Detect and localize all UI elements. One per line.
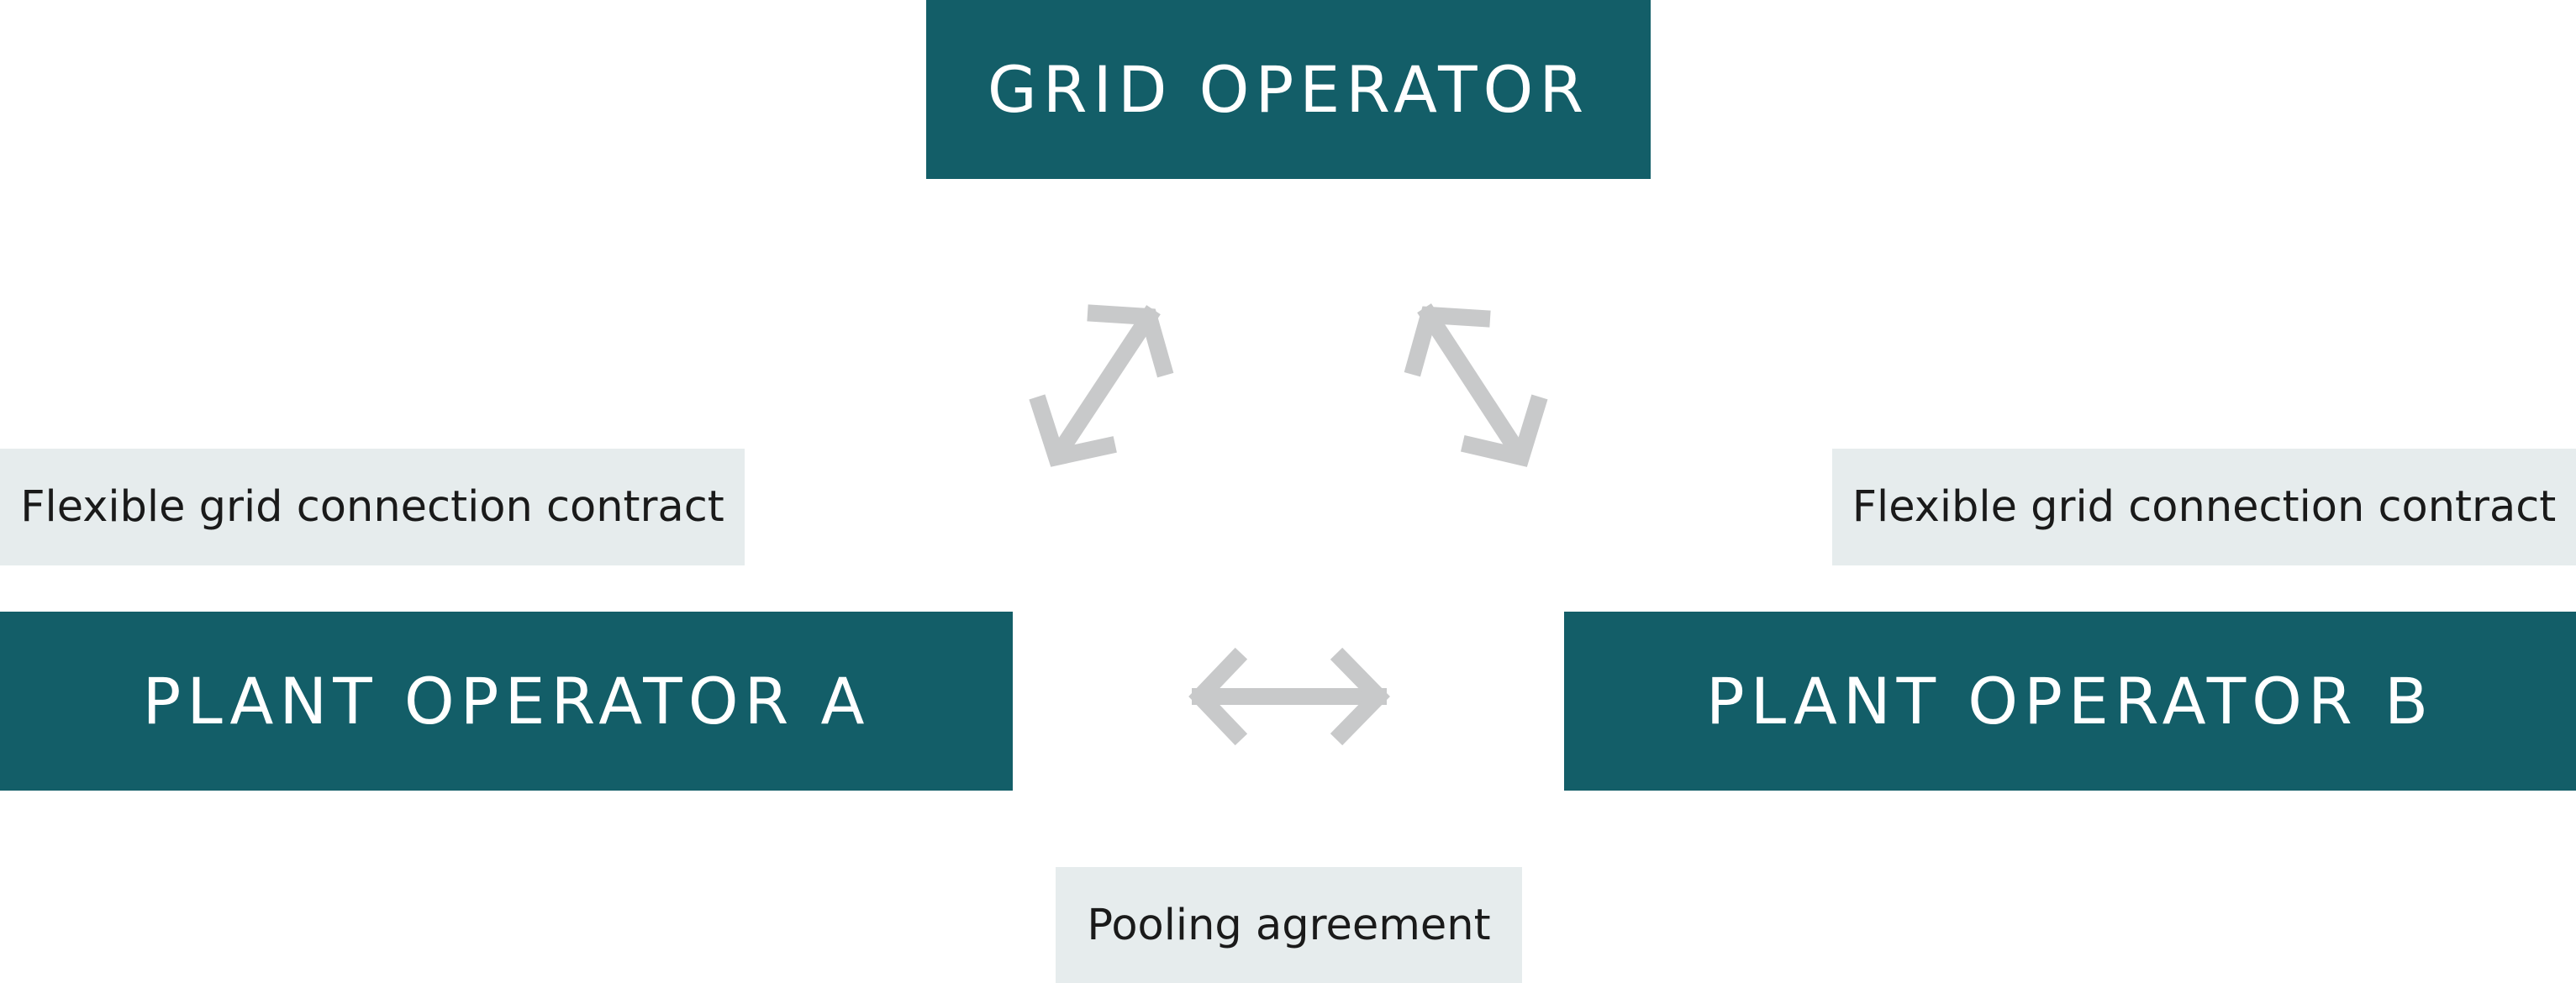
arrow-pooling-icon bbox=[1188, 647, 1390, 746]
plant-operator-a-box: PLANT OPERATOR A bbox=[0, 612, 1013, 791]
arrow-grid-to-plant-a-icon bbox=[1029, 304, 1174, 467]
contract-label-right: Flexible grid connection contract bbox=[1832, 449, 2576, 565]
pooling-agreement-text: Pooling agreement bbox=[1087, 900, 1491, 950]
pooling-agreement-label: Pooling agreement bbox=[1056, 867, 1522, 983]
contract-right-text: Flexible grid connection contract bbox=[1852, 482, 2557, 532]
grid-operator-box: GRID OPERATOR bbox=[926, 0, 1651, 179]
contract-left-text: Flexible grid connection contract bbox=[20, 482, 724, 532]
arrow-grid-to-plant-b-icon bbox=[1404, 303, 1548, 467]
grid-operator-label: GRID OPERATOR bbox=[987, 52, 1590, 127]
plant-operator-b-box: PLANT OPERATOR B bbox=[1564, 612, 2576, 791]
contract-label-left: Flexible grid connection contract bbox=[0, 449, 745, 565]
plant-operator-a-label: PLANT OPERATOR A bbox=[142, 664, 871, 739]
plant-operator-b-label: PLANT OPERATOR B bbox=[1705, 664, 2435, 739]
